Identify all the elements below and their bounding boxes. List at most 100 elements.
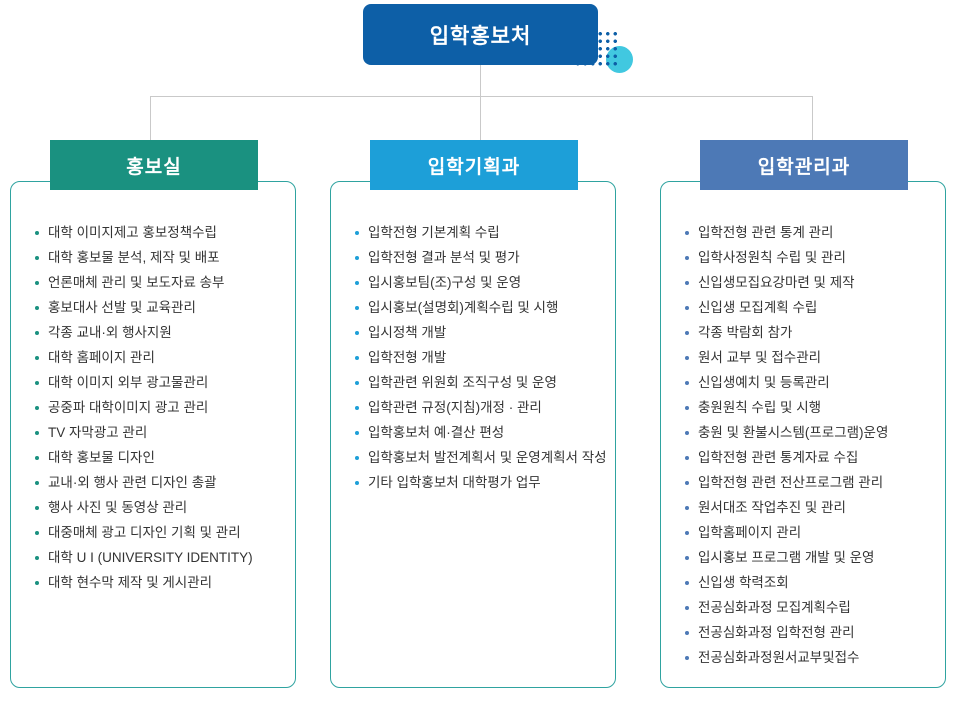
task-label: 기타 입학홍보처 대학평가 업무 [368, 475, 541, 490]
task-label: 전공심화과정원서교부및접수 [698, 650, 860, 665]
task-label: 신입생모집요강마련 및 제작 [698, 275, 855, 290]
task-label: 대학 홍보물 디자인 [48, 450, 155, 465]
task-label: 입시홍보 프로그램 개발 및 운영 [698, 550, 875, 565]
task-label: 대학 이미지제고 홍보정책수립 [48, 225, 217, 240]
task-label: 입학사정원칙 수립 및 관리 [698, 250, 846, 265]
task-item: 입학전형 결과 분석 및 평가 [355, 245, 605, 270]
connector-line [480, 65, 481, 97]
bullet-icon [685, 356, 689, 360]
task-label: 충원원칙 수립 및 시행 [698, 400, 822, 415]
bullet-icon [35, 306, 39, 310]
task-item: 입학홍보처 예·결산 편성 [355, 420, 605, 445]
bullet-icon [35, 531, 39, 535]
task-item: 입시홍보(설명회)계획수립 및 시행 [355, 295, 605, 320]
dept-header: 홍보실 [50, 140, 258, 190]
task-label: 교내·외 행사 관련 디자인 총괄 [48, 475, 217, 490]
connector-line [150, 96, 813, 97]
task-item: 충원 및 환불시스템(프로그램)운영 [685, 420, 935, 445]
task-item: 입학사정원칙 수립 및 관리 [685, 245, 935, 270]
root-node-label: 입학홍보처 [429, 24, 532, 48]
task-item: 홍보대사 선발 및 교육관리 [35, 295, 285, 320]
task-item: 입학홍보처 발전계획서 및 운영계획서 작성 [355, 445, 605, 470]
task-item: 전공심화과정 입학전형 관리 [685, 620, 935, 645]
task-item: 전공심화과정원서교부및접수 [685, 645, 935, 670]
task-item: 대학 홈페이지 관리 [35, 345, 285, 370]
task-label: 원서대조 작업추진 및 관리 [698, 500, 846, 515]
task-label: 대학 홍보물 분석, 제작 및 배포 [48, 250, 220, 265]
task-label: 입학전형 결과 분석 및 평가 [368, 250, 520, 265]
bullet-icon [35, 481, 39, 485]
bullet-icon [355, 406, 359, 410]
task-label: 입학전형 관련 통계 관리 [698, 225, 834, 240]
task-item: 입학전형 관련 전산프로그램 관리 [685, 470, 935, 495]
task-label: 언론매체 관리 및 보도자료 송부 [48, 275, 225, 290]
task-label: 입시홍보(설명회)계획수립 및 시행 [368, 300, 559, 315]
task-label: 대중매체 광고 디자인 기획 및 관리 [48, 525, 241, 540]
dept-header: 입학관리과 [700, 140, 908, 190]
bullet-icon [685, 581, 689, 585]
task-label: 각종 교내·외 행사지원 [48, 325, 172, 340]
bullet-icon [355, 256, 359, 260]
bullet-icon [355, 356, 359, 360]
task-item: 입시홍보팀(조)구성 및 운영 [355, 270, 605, 295]
bullet-icon [35, 381, 39, 385]
bullet-icon [355, 431, 359, 435]
task-label: TV 자막광고 관리 [48, 425, 148, 440]
bullet-icon [35, 331, 39, 335]
task-item: 교내·외 행사 관련 디자인 총괄 [35, 470, 285, 495]
bullet-icon [35, 356, 39, 360]
task-label: 신입생예치 및 등록관리 [698, 375, 830, 390]
bullet-icon [685, 431, 689, 435]
task-label: 대학 홈페이지 관리 [48, 350, 155, 365]
task-item: 대학 현수막 제작 및 게시관리 [35, 570, 285, 595]
dept-header: 입학기획과 [370, 140, 578, 190]
connector-line [812, 96, 813, 141]
task-label: 입학관련 규정(지침)개정 · 관리 [368, 400, 542, 415]
task-label: 입학홍보처 발전계획서 및 운영계획서 작성 [368, 450, 605, 465]
bullet-icon [685, 631, 689, 635]
task-item: 신입생 모집계획 수립 [685, 295, 935, 320]
task-item: 대학 U I (UNIVERSITY IDENTITY) [35, 545, 285, 570]
task-label: 입학전형 관련 전산프로그램 관리 [698, 475, 884, 490]
task-label: 각종 박람회 참가 [698, 325, 793, 340]
bullet-icon [685, 231, 689, 235]
bullet-icon [35, 581, 39, 585]
bullet-icon [35, 556, 39, 560]
bullet-icon [685, 531, 689, 535]
task-item: 행사 사진 및 동영상 관리 [35, 495, 285, 520]
task-label: 신입생 모집계획 수립 [698, 300, 818, 315]
bullet-icon [685, 481, 689, 485]
task-item: 원서 교부 및 접수관리 [685, 345, 935, 370]
task-label: 신입생 학력조회 [698, 575, 789, 590]
task-label: 입학전형 기본계획 수립 [368, 225, 500, 240]
bullet-icon [685, 331, 689, 335]
connector-line [150, 96, 151, 141]
task-item: 입시정책 개발 [355, 320, 605, 345]
bullet-icon [685, 506, 689, 510]
task-item: TV 자막광고 관리 [35, 420, 285, 445]
task-item: 입학전형 관련 통계자료 수집 [685, 445, 935, 470]
task-label: 대학 현수막 제작 및 게시관리 [48, 575, 213, 590]
task-label: 충원 및 환불시스템(프로그램)운영 [698, 425, 889, 440]
task-label: 홍보대사 선발 및 교육관리 [48, 300, 196, 315]
task-item: 각종 박람회 참가 [685, 320, 935, 345]
bullet-icon [685, 406, 689, 410]
task-label: 입학관련 위원회 조직구성 및 운영 [368, 375, 557, 390]
task-label: 입시정책 개발 [368, 325, 447, 340]
bullet-icon [355, 381, 359, 385]
bullet-icon [355, 281, 359, 285]
task-label: 입학홍보처 예·결산 편성 [368, 425, 505, 440]
task-item: 입학전형 관련 통계 관리 [685, 220, 935, 245]
task-label: 입학전형 관련 통계자료 수집 [698, 450, 859, 465]
bullet-icon [355, 306, 359, 310]
bullet-icon [685, 281, 689, 285]
task-label: 전공심화과정 입학전형 관리 [698, 625, 855, 640]
